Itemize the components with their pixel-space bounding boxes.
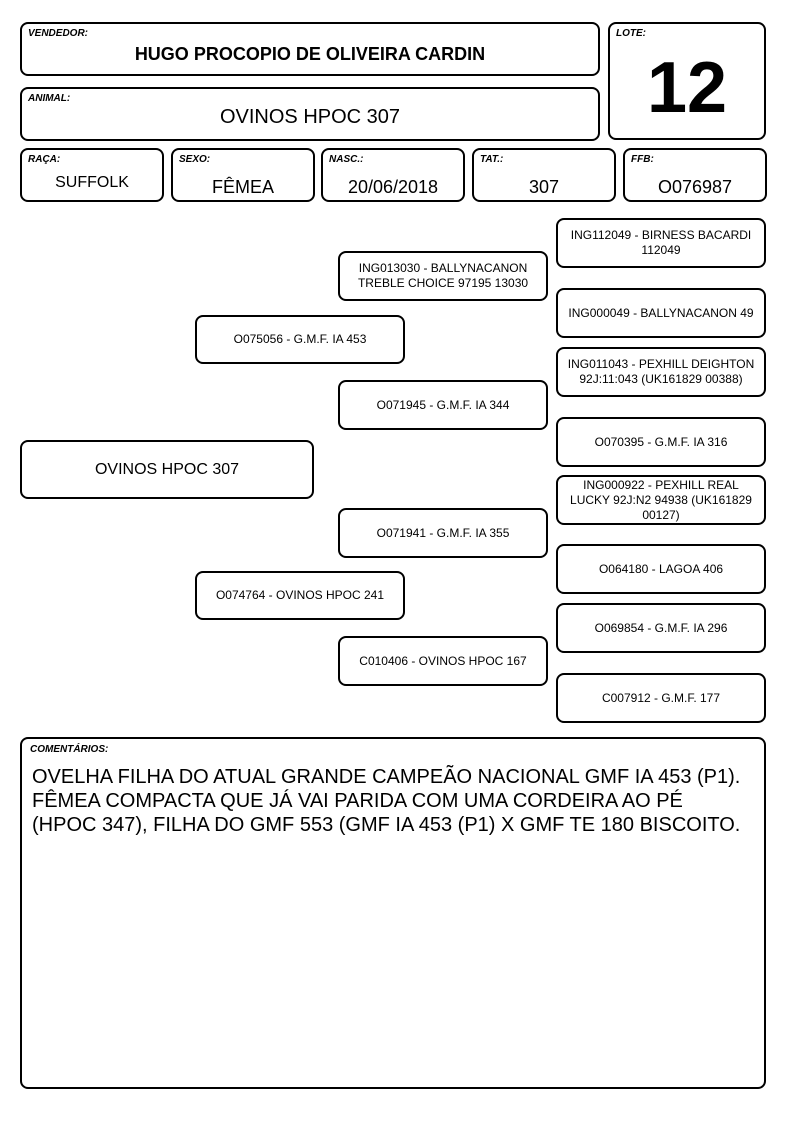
vendedor-box: VENDEDOR: HUGO PROCOPIO DE OLIVEIRA CARD… <box>20 22 600 76</box>
ffb-label: FFB: <box>631 154 654 165</box>
comments-box: COMENTÁRIOS: OVELHA FILHA DO ATUAL GRAND… <box>20 737 766 1089</box>
pedigree-dam-dam: C010406 - OVINOS HPOC 167 <box>338 636 548 686</box>
pedigree-animal: OVINOS HPOC 307 <box>20 440 314 499</box>
tat-box: TAT.: 307 <box>472 148 616 202</box>
lote-label: LOTE: <box>616 28 646 39</box>
raca-box: RAÇA: SUFFOLK <box>20 148 164 202</box>
vendedor-label: VENDEDOR: <box>28 28 89 39</box>
pedigree-ds-sire: ING000922 - PEXHILL REAL LUCKY 92J:N2 94… <box>556 475 766 525</box>
comments-text: OVELHA FILHA DO ATUAL GRANDE CAMPEÃO NAC… <box>32 766 741 836</box>
raca-value: SUFFOLK <box>55 174 129 191</box>
nasc-box: NASC.: 20/06/2018 <box>321 148 465 202</box>
pedigree-dd-dam: C007912 - G.M.F. 177 <box>556 673 766 723</box>
pedigree-sire-sire: ING013030 - BALLYNACANON TREBLE CHOICE 9… <box>338 251 548 301</box>
pedigree-sire: O075056 - G.M.F. IA 453 <box>195 315 405 364</box>
pedigree-dam-sire: O071941 - G.M.F. IA 355 <box>338 508 548 558</box>
ffb-value: O076987 <box>657 177 733 197</box>
nasc-label: NASC.: <box>329 154 364 165</box>
pedigree-dam: O074764 - OVINOS HPOC 241 <box>195 571 405 620</box>
vendedor-value: HUGO PROCOPIO DE OLIVEIRA CARDIN <box>134 44 486 64</box>
lote-box: LOTE: 12 <box>608 22 766 140</box>
pedigree-ss-dam: ING000049 - BALLYNACANON 49 <box>556 288 766 338</box>
lote-value: 12 <box>646 48 728 128</box>
nasc-value: 20/06/2018 <box>347 177 439 197</box>
animal-box: ANIMAL: OVINOS HPOC 307 <box>20 87 600 141</box>
pedigree-ss-sire: ING112049 - BIRNESS BACARDI 112049 <box>556 218 766 268</box>
tat-value: 307 <box>528 177 560 197</box>
pedigree-sd-dam: O070395 - G.M.F. IA 316 <box>556 417 766 467</box>
sexo-value: FÊMEA <box>211 177 274 197</box>
tat-label: TAT.: <box>480 154 504 165</box>
animal-value: OVINOS HPOC 307 <box>219 106 401 128</box>
pedigree-sire-dam: O071945 - G.M.F. IA 344 <box>338 380 548 430</box>
pedigree-ds-dam: O064180 - LAGOA 406 <box>556 544 766 594</box>
pedigree-dd-sire: O069854 - G.M.F. IA 296 <box>556 603 766 653</box>
raca-label: RAÇA: <box>28 154 61 165</box>
ffb-box: FFB: O076987 <box>623 148 767 202</box>
comments-label: COMENTÁRIOS: <box>30 744 109 755</box>
sexo-label: SEXO: <box>179 154 211 165</box>
pedigree-sd-sire: ING011043 - PEXHILL DEIGHTON 92J:11:043 … <box>556 347 766 397</box>
animal-label: ANIMAL: <box>28 93 71 104</box>
sexo-box: SEXO: FÊMEA <box>171 148 315 202</box>
